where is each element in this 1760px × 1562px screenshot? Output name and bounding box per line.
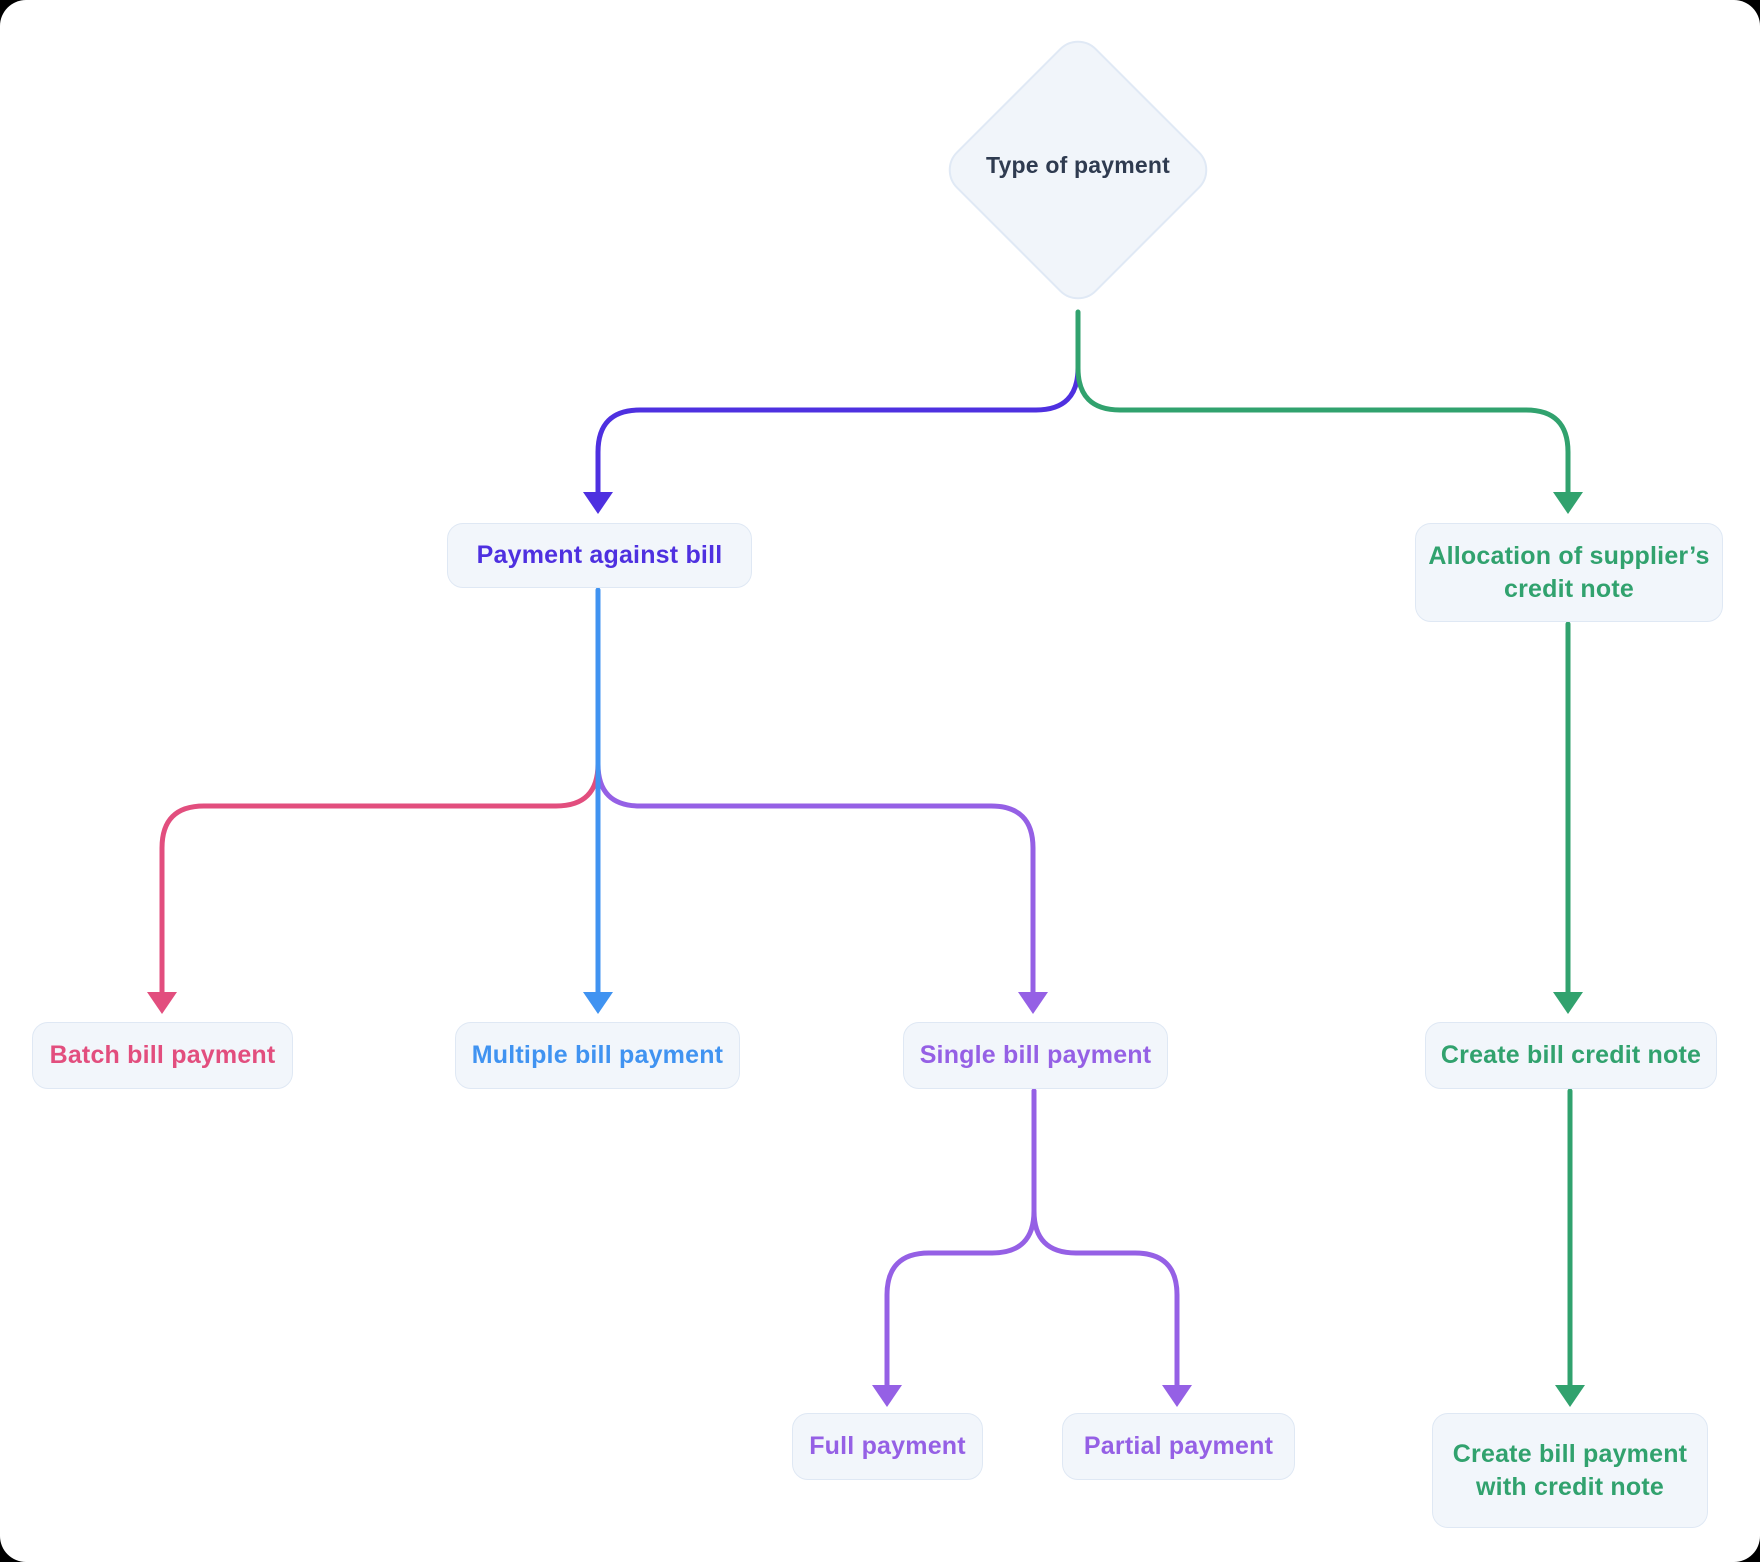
arrow-head-payment-against-bill [583, 492, 613, 514]
node-single-bill-payment: Single bill payment [903, 1022, 1168, 1089]
edge-payment-to-single [595, 745, 1048, 1014]
arrow-head-create-payment [1555, 1385, 1585, 1407]
edge-root-to-payment-against-bill-path [595, 345, 1081, 497]
node-create-bill-credit-note: Create bill credit note [1425, 1022, 1717, 1089]
edge-root-to-payment-against-bill [583, 345, 1081, 514]
node-multiple-bill-payment-label: Multiple bill payment [471, 1041, 724, 1070]
node-full-payment-label: Full payment [809, 1432, 966, 1461]
edge-single-to-partial-path [1031, 1088, 1180, 1390]
arrow-head-partial-payment [1162, 1385, 1192, 1407]
node-partial-payment-label: Partial payment [1083, 1432, 1274, 1461]
edge-root-to-allocation-path [1075, 309, 1571, 497]
arrow-head-full-payment [872, 1385, 902, 1407]
node-type-of-payment-label: Type of payment [985, 152, 1171, 178]
node-full-payment: Full payment [792, 1413, 983, 1480]
node-payment-against-bill: Payment against bill [447, 523, 752, 588]
edge-create-credit-note-to-create-payment [1555, 1088, 1585, 1407]
edge-single-to-full-path [884, 1088, 1037, 1390]
edge-payment-to-single-path [595, 745, 1036, 997]
node-allocation-supplier-credit-note-label: Allocation of supplier’s credit note [1428, 542, 1710, 603]
node-payment-against-bill-label: Payment against bill [476, 541, 723, 570]
node-batch-bill-payment: Batch bill payment [32, 1022, 293, 1089]
node-partial-payment: Partial payment [1062, 1413, 1295, 1480]
edge-payment-to-batch [147, 745, 601, 1014]
node-single-bill-payment-label: Single bill payment [919, 1041, 1152, 1070]
edge-single-to-full [872, 1088, 1037, 1407]
node-batch-bill-payment-label: Batch bill payment [49, 1041, 276, 1070]
edge-allocation-to-create-credit-note [1553, 621, 1583, 1014]
arrow-head-multiple [583, 992, 613, 1014]
arrow-head-single [1018, 992, 1048, 1014]
node-create-bill-credit-note-label: Create bill credit note [1440, 1041, 1702, 1070]
node-multiple-bill-payment: Multiple bill payment [455, 1022, 740, 1089]
node-create-bill-payment-with-credit-note-label: Create bill payment with credit note [1452, 1440, 1688, 1501]
arrow-head-allocation [1553, 492, 1583, 514]
edge-single-to-partial [1031, 1088, 1192, 1407]
node-create-bill-payment-with-credit-note: Create bill payment with credit note [1432, 1413, 1708, 1528]
edge-root-to-allocation [1075, 309, 1583, 514]
edge-payment-to-batch-path [159, 745, 601, 997]
node-allocation-supplier-credit-note: Allocation of supplier’s credit note [1415, 523, 1723, 622]
edge-payment-to-multiple [583, 587, 613, 1014]
arrow-head-create-credit-note [1553, 992, 1583, 1014]
arrow-head-batch [147, 992, 177, 1014]
